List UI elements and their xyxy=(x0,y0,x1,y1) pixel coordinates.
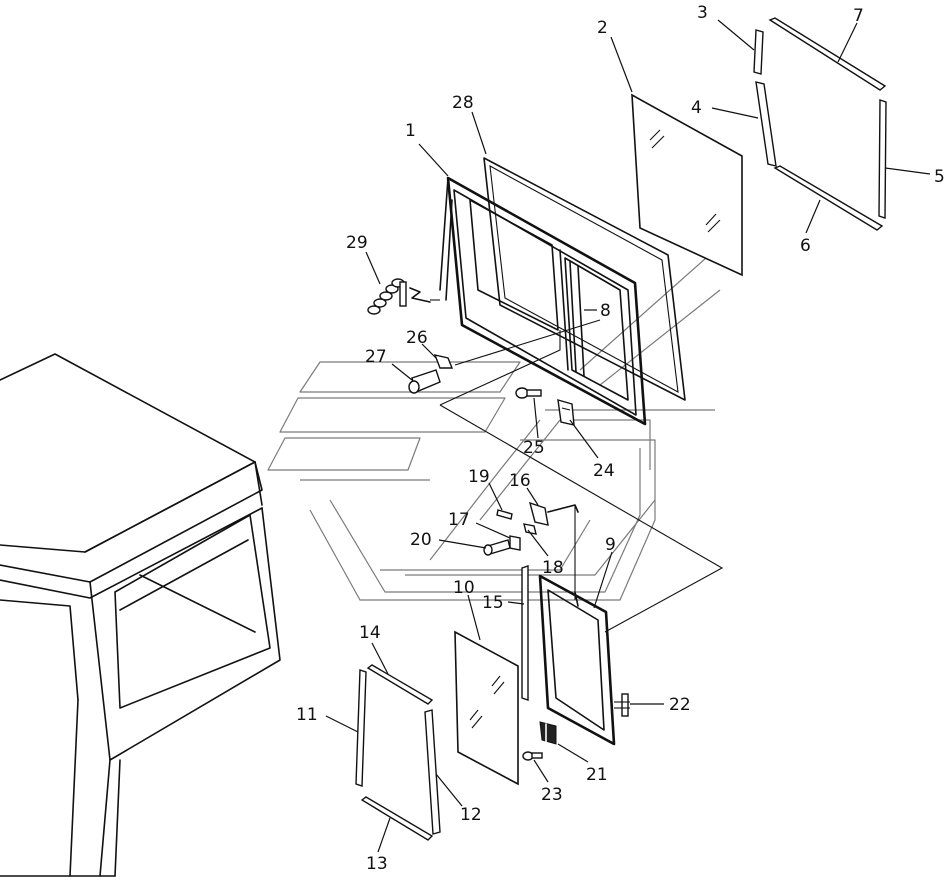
callout-23: 23 xyxy=(541,785,563,805)
callout-22: 22 xyxy=(669,695,691,715)
part-12-strip xyxy=(424,709,441,835)
part-8-rail xyxy=(569,261,585,377)
callout-16: 16 xyxy=(509,471,531,491)
callout-8: 8 xyxy=(600,301,611,321)
part-4-strip xyxy=(755,81,777,167)
part-9-lower-frame xyxy=(538,574,616,746)
callout-24: 24 xyxy=(593,461,615,481)
callout-18: 18 xyxy=(542,558,564,578)
callout-11: 11 xyxy=(296,705,318,725)
part-14-strip xyxy=(366,664,434,705)
part-16-bracket xyxy=(528,501,579,526)
callout-17: 17 xyxy=(448,510,470,530)
part-2-glass xyxy=(631,93,743,277)
part-18-spacer xyxy=(523,523,537,535)
callout-25: 25 xyxy=(523,438,545,458)
leader-lines xyxy=(325,19,931,853)
part-27-bolt xyxy=(408,369,441,394)
callout-1: 1 xyxy=(405,121,416,141)
callout-14: 14 xyxy=(359,623,381,643)
callout-27: 27 xyxy=(365,347,387,367)
callout-6: 6 xyxy=(800,236,811,256)
part-23-screw xyxy=(522,751,543,761)
callout-19: 19 xyxy=(468,467,490,487)
part-26-block xyxy=(433,354,454,369)
callout-4: 4 xyxy=(691,98,702,118)
callout-13: 13 xyxy=(366,854,388,874)
callouts: 1 2 3 4 5 6 7 8 9 10 11 12 13 14 15 16 1… xyxy=(296,3,945,874)
callout-5: 5 xyxy=(934,167,945,187)
part-13-strip xyxy=(360,796,434,841)
part-20-bolt xyxy=(483,539,511,556)
callout-28: 28 xyxy=(452,93,474,113)
callout-12: 12 xyxy=(460,805,482,825)
ghost-frame-outline xyxy=(267,249,721,601)
callout-7: 7 xyxy=(853,6,864,26)
callout-21: 21 xyxy=(586,765,608,785)
part-10-glass xyxy=(454,630,519,786)
part-15-strip xyxy=(521,565,529,701)
callout-3: 3 xyxy=(697,3,708,23)
callout-26: 26 xyxy=(406,328,428,348)
part-5-strip xyxy=(878,99,887,219)
cab-body xyxy=(0,353,281,877)
part-3-strip xyxy=(753,29,764,75)
callout-15: 15 xyxy=(482,593,504,613)
part-28-weatherstrip xyxy=(483,157,686,401)
part-1-window-frame xyxy=(439,176,647,426)
part-29-clips xyxy=(367,278,431,315)
part-7-strip xyxy=(768,17,887,91)
callout-10: 10 xyxy=(453,578,475,598)
callout-29: 29 xyxy=(346,233,368,253)
part-6-strip xyxy=(773,165,884,231)
callout-2: 2 xyxy=(597,18,608,38)
part-19-pin xyxy=(496,509,513,520)
part-22-clip xyxy=(614,693,630,717)
part-21-latch xyxy=(539,721,557,745)
part-17-block xyxy=(509,535,521,551)
callout-20: 20 xyxy=(410,530,432,550)
part-11-strip xyxy=(355,669,367,787)
callout-9: 9 xyxy=(605,535,616,555)
part-25-bolt xyxy=(515,387,542,399)
